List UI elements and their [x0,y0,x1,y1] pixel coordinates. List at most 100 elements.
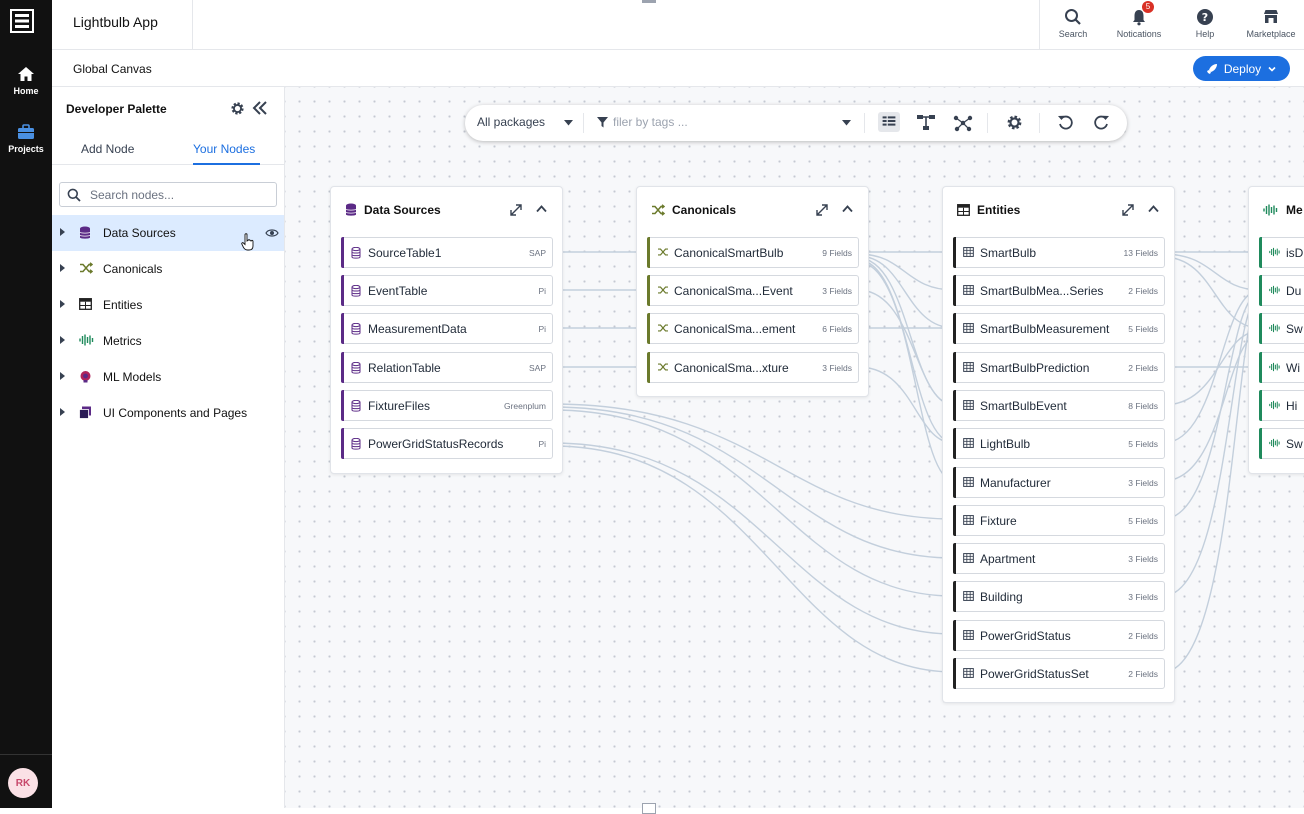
node-accent-bar [341,275,344,306]
deploy-button[interactable]: Deploy [1193,56,1290,81]
palette-item-ui-components[interactable]: UI Components and Pages [52,395,284,431]
metric-node[interactable]: Du [1259,275,1304,306]
tags-filter-input[interactable]: filer by tags ... [613,115,688,129]
expand-caret-icon[interactable] [60,300,65,308]
node-accent-bar [953,390,956,421]
expand-icon[interactable] [1122,204,1134,216]
rail-projects[interactable]: Projects [0,124,52,154]
notifications-button[interactable]: 5 Notications [1106,0,1172,50]
global-canvas[interactable]: All packages filer by tags ... Data Sour… [285,87,1304,808]
gear-icon[interactable] [1006,114,1023,131]
shuffle-icon [658,286,668,294]
node-label: Sw [1286,437,1303,451]
metric-node[interactable]: Hi [1259,390,1304,421]
expand-caret-icon[interactable] [60,228,65,236]
marketplace-button[interactable]: Marketplace [1238,0,1304,50]
caret-down-icon[interactable] [564,120,573,126]
node-accent-bar [953,658,956,689]
chevron-up-icon[interactable] [842,205,853,213]
wire [1162,256,1261,329]
redo-icon[interactable] [1093,114,1110,131]
metric-node[interactable]: isD [1259,237,1304,268]
shuffle-icon [652,204,665,216]
app-title[interactable]: Lightbulb App [52,0,193,50]
search-button[interactable]: Search [1040,0,1106,50]
palette-item-data-sources[interactable]: Data Sources [52,215,284,251]
app-logo-icon[interactable] [10,9,34,33]
node-tag: 5 Fields [1128,439,1158,449]
node-label: Manufacturer [980,476,1051,490]
waveform-icon [1269,323,1280,333]
search-nodes-input[interactable]: Search nodes... [59,182,277,207]
expand-caret-icon[interactable] [60,372,65,380]
palette-item-entities[interactable]: Entities [52,287,284,323]
metric-node[interactable]: Sw [1259,313,1304,344]
packages-select[interactable]: All packages [477,115,545,129]
collapse-double-chevron-icon[interactable] [252,101,268,115]
expand-icon[interactable] [816,204,828,216]
metric-node[interactable]: Sw [1259,428,1304,459]
briefcase-icon [18,124,34,139]
metric-node[interactable]: Wi [1259,352,1304,383]
table-icon [963,438,974,448]
undo-icon[interactable] [1057,114,1074,131]
graph-view-icon[interactable] [953,114,973,132]
breadcrumb[interactable]: Global Canvas [73,62,152,76]
table-icon [963,400,974,410]
gear-icon[interactable] [230,101,245,116]
eye-icon[interactable] [265,228,279,238]
hierarchy-view-icon[interactable] [916,114,936,132]
rail-home[interactable]: Home [0,66,52,96]
expand-caret-icon[interactable] [60,264,65,272]
palette-item-canonicals[interactable]: Canonicals [52,251,284,287]
group-title: Me [1286,203,1303,217]
user-avatar[interactable]: RK [8,768,38,798]
table-icon [963,362,974,372]
list-view-icon[interactable] [878,112,900,132]
home-icon [18,67,34,81]
caret-down-icon[interactable] [842,120,851,126]
bottom-resize-handle[interactable] [642,803,656,814]
node-label: CanonicalSma...ement [674,322,796,336]
help-button[interactable]: ? Help [1172,0,1238,50]
palette-item-ml-models[interactable]: ML Models [52,359,284,395]
group-header: Entities [957,203,1020,217]
expand-icon[interactable] [510,204,522,216]
expand-caret-icon[interactable] [60,336,65,344]
palette-item-metrics[interactable]: Metrics [52,323,284,359]
top-resize-handle[interactable] [642,0,656,3]
chevron-up-icon[interactable] [536,205,547,213]
node-tag: Pi [538,286,546,296]
expand-caret-icon[interactable] [60,408,65,416]
tab-add-node[interactable]: Add Node [81,142,135,156]
chevron-up-icon[interactable] [1148,205,1159,213]
node-accent-bar [341,390,344,421]
tab-your-nodes[interactable]: Your Nodes [193,142,256,156]
